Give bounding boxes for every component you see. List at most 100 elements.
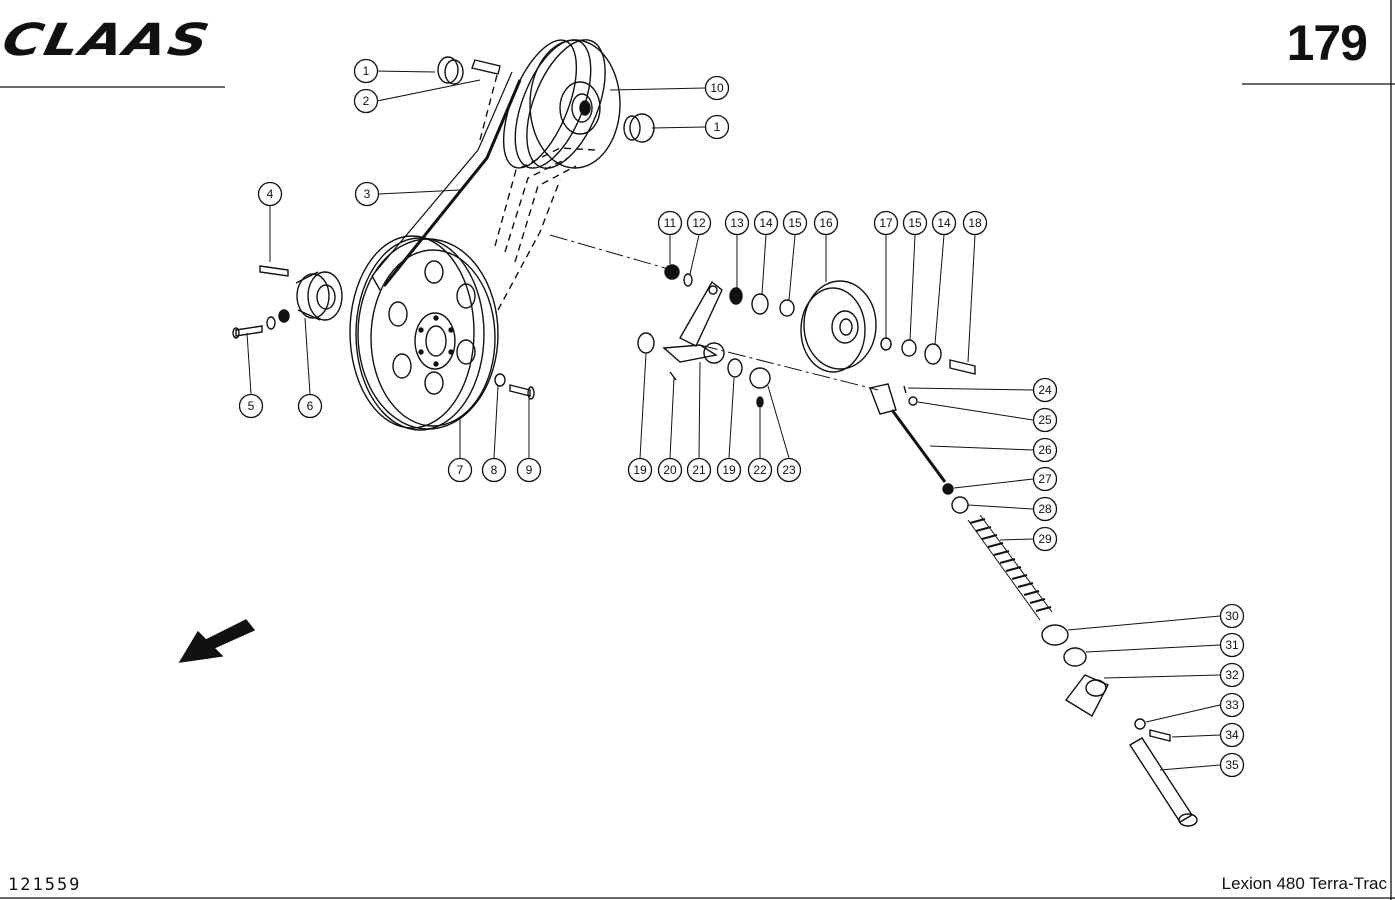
- callout-circle: [1219, 603, 1245, 629]
- callout-circle: [1032, 466, 1058, 492]
- callout-circle: [686, 210, 712, 236]
- callout-2: 2: [353, 88, 379, 114]
- callout-number: 23: [782, 463, 796, 477]
- callout-number: 10: [710, 81, 724, 95]
- callout-circle: [704, 75, 730, 101]
- callout-16: 16: [813, 210, 839, 236]
- callout-number: 32: [1225, 668, 1239, 682]
- callout-20: 20: [657, 457, 683, 483]
- callout-number: 6: [307, 399, 314, 413]
- spring-rod-assembly: [869, 383, 1198, 827]
- callout-circle: [753, 210, 779, 236]
- callout-number: 31: [1225, 638, 1239, 652]
- drawing-number: 121559: [8, 875, 82, 895]
- callout-number: 15: [788, 216, 802, 230]
- callout-8: 8: [481, 457, 507, 483]
- callout-29: 29: [1032, 526, 1058, 552]
- callout-11: 11: [657, 210, 683, 236]
- callout-35: 35: [1219, 752, 1245, 778]
- callout-circle: [704, 114, 730, 140]
- machine-model: Lexion 480 Terra-Trac: [1221, 874, 1387, 893]
- callout-18: 18: [962, 210, 988, 236]
- callout-number: 35: [1225, 758, 1239, 772]
- callout-circle: [238, 393, 264, 419]
- callout-15: 15: [902, 210, 928, 236]
- v-belt: [371, 71, 596, 311]
- callout-circle: [1219, 632, 1245, 658]
- callout-13: 13: [724, 210, 750, 236]
- callout-number: 14: [937, 216, 951, 230]
- washer-and-bolt: [494, 373, 535, 400]
- callout-number: 1: [714, 120, 721, 134]
- callout-21: 21: [686, 457, 712, 483]
- idler-pulley-parts: [729, 280, 976, 375]
- callout-28: 28: [1032, 496, 1058, 522]
- callout-34: 34: [1219, 722, 1245, 748]
- callout-circle: [1032, 437, 1058, 463]
- direction-arrow-icon: [178, 619, 256, 663]
- callout-circle: [1219, 752, 1245, 778]
- callout-number: 4: [267, 187, 274, 201]
- callout-33: 33: [1219, 692, 1245, 718]
- callout-circle: [724, 210, 750, 236]
- callout-circle: [716, 457, 742, 483]
- callout-number: 9: [526, 463, 533, 477]
- callout-circle: [627, 457, 653, 483]
- callout-circle: [1032, 526, 1058, 552]
- callout-number: 22: [753, 463, 767, 477]
- callout-7: 7: [447, 457, 473, 483]
- callout-circle: [657, 457, 683, 483]
- callout-number: 24: [1038, 383, 1052, 397]
- callout-19: 19: [716, 457, 742, 483]
- callout-circle: [686, 457, 712, 483]
- callout-number: 30: [1225, 609, 1239, 623]
- callout-22: 22: [747, 457, 773, 483]
- callout-19: 19: [627, 457, 653, 483]
- lower-pulley: [349, 235, 499, 431]
- callout-circle: [931, 210, 957, 236]
- callout-circle: [813, 210, 839, 236]
- upper-pulley: [502, 39, 621, 169]
- callout-3: 3: [354, 181, 380, 207]
- callout-circle: [1032, 377, 1058, 403]
- callout-circle: [776, 457, 802, 483]
- callout-circle: [1219, 722, 1245, 748]
- callout-circle: [747, 457, 773, 483]
- callout-circle: [962, 210, 988, 236]
- callout-number: 2: [363, 94, 370, 108]
- callout-number: 14: [759, 216, 773, 230]
- callout-circle: [297, 393, 323, 419]
- callout-number: 3: [364, 187, 371, 201]
- callout-32: 32: [1219, 662, 1245, 688]
- callout-circle: [257, 181, 283, 207]
- callout-6: 6: [297, 393, 323, 419]
- callout-number: 13: [730, 216, 744, 230]
- upper-small-parts: [437, 56, 655, 143]
- callout-circle: [481, 457, 507, 483]
- callout-number: 18: [968, 216, 982, 230]
- callout-12: 12: [686, 210, 712, 236]
- callout-circle: [1219, 692, 1245, 718]
- callout-circle: [1219, 662, 1245, 688]
- callout-number: 15: [908, 216, 922, 230]
- callout-circle: [902, 210, 928, 236]
- callout-14: 14: [931, 210, 957, 236]
- hub-and-pin: [232, 265, 343, 339]
- page-number: 179: [1286, 15, 1368, 71]
- callout-24: 24: [1032, 377, 1058, 403]
- tension-lever: [637, 264, 771, 408]
- callout-25: 25: [1032, 407, 1058, 433]
- callout-15: 15: [782, 210, 808, 236]
- callout-14: 14: [753, 210, 779, 236]
- callout-number: 20: [663, 463, 677, 477]
- callout-1: 1: [353, 58, 379, 84]
- callout-5: 5: [238, 393, 264, 419]
- callout-circle: [353, 58, 379, 84]
- callout-number: 33: [1225, 698, 1239, 712]
- callout-4: 4: [257, 181, 283, 207]
- callout-circle: [1032, 407, 1058, 433]
- callout-circle: [657, 210, 683, 236]
